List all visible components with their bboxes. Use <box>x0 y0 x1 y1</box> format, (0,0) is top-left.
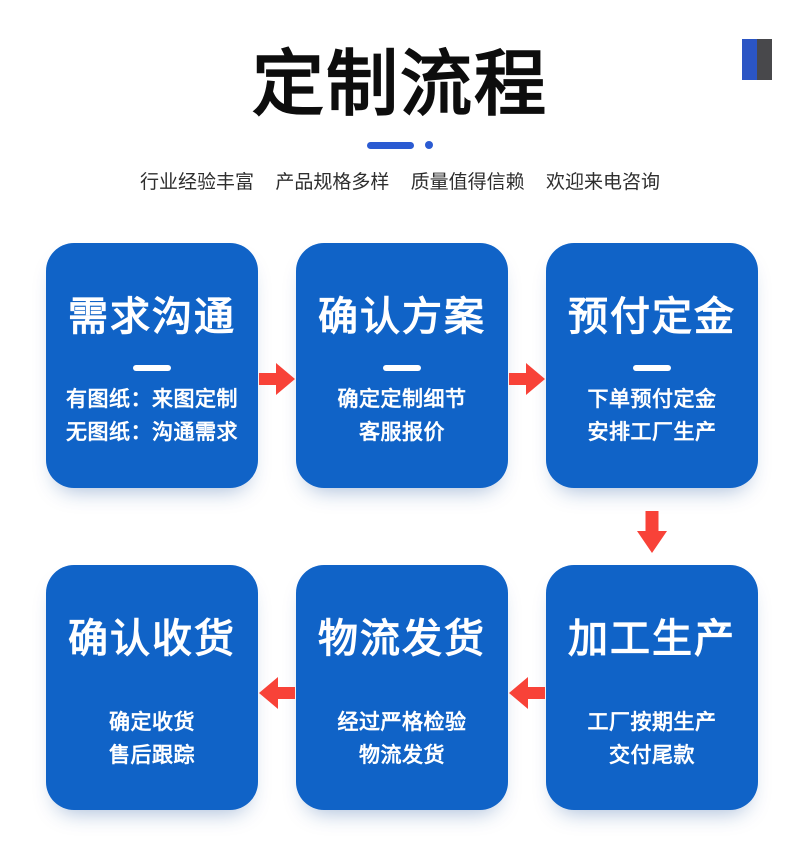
step-title: 确认方案 <box>318 295 486 339</box>
step-card-receipt-confirmation: 确认收货 确定收货 售后跟踪 <box>46 565 258 810</box>
subtitle-phrase: 行业经验丰富 <box>140 172 255 193</box>
underline-dot <box>425 141 433 149</box>
decor-blue-bar <box>742 39 757 80</box>
step-card-demand-communication: 需求沟通 有图纸：来图定制 无图纸：沟通需求 <box>46 243 258 488</box>
step-detail-line: 有图纸：来图定制 <box>66 388 238 411</box>
step-divider <box>383 365 421 371</box>
underline-dash <box>367 141 414 149</box>
step-title: 需求沟通 <box>68 295 236 339</box>
step-detail-line: 工厂按期生产 <box>587 711 717 734</box>
step-divider <box>633 365 671 371</box>
step-detail-line: 下单预付定金 <box>587 388 717 411</box>
step-card-plan-confirmation: 确认方案 确定定制细节 客服报价 <box>296 243 508 488</box>
corner-decoration <box>742 39 772 80</box>
step-detail-line: 安排工厂生产 <box>587 421 717 444</box>
step-detail-line: 售后跟踪 <box>109 744 195 767</box>
step-detail-line: 物流发货 <box>359 744 445 767</box>
arrow-left-icon <box>259 677 295 709</box>
step-title: 物流发货 <box>318 617 486 661</box>
process-flow: 需求沟通 有图纸：来图定制 无图纸：沟通需求 确认方案 确定定制细节 客服报价 … <box>46 243 758 810</box>
page-title: 定制流程 <box>251 45 548 125</box>
title-underline <box>0 141 800 149</box>
step-card-deposit-payment: 预付定金 下单预付定金 安排工厂生产 <box>546 243 758 488</box>
step-detail-line: 确定收货 <box>109 711 195 734</box>
step-detail-line: 无图纸：沟通需求 <box>66 421 238 444</box>
arrow-down-icon <box>637 511 667 553</box>
step-detail-line: 确定定制细节 <box>337 388 467 411</box>
subtitle-phrase: 欢迎来电咨询 <box>545 172 660 193</box>
step-title: 加工生产 <box>568 617 736 661</box>
arrow-left-icon <box>509 677 545 709</box>
step-title: 预付定金 <box>568 295 736 339</box>
subtitle-phrase: 产品规格多样 <box>275 172 390 193</box>
step-detail-line: 经过严格检验 <box>337 711 467 734</box>
arrow-right-icon <box>259 363 295 395</box>
step-divider <box>133 365 171 371</box>
step-detail-line: 交付尾款 <box>609 744 695 767</box>
decor-dark-bar <box>757 39 772 80</box>
page-subtitle: 行业经验丰富 产品规格多样 质量值得信赖 欢迎来电咨询 <box>0 170 800 196</box>
step-detail-line: 客服报价 <box>359 421 445 444</box>
step-title: 确认收货 <box>68 617 236 661</box>
arrow-right-icon <box>509 363 545 395</box>
step-card-processing-production: 加工生产 工厂按期生产 交付尾款 <box>546 565 758 810</box>
step-card-logistics-shipping: 物流发货 经过严格检验 物流发货 <box>296 565 508 810</box>
subtitle-phrase: 质量值得信赖 <box>410 172 525 193</box>
